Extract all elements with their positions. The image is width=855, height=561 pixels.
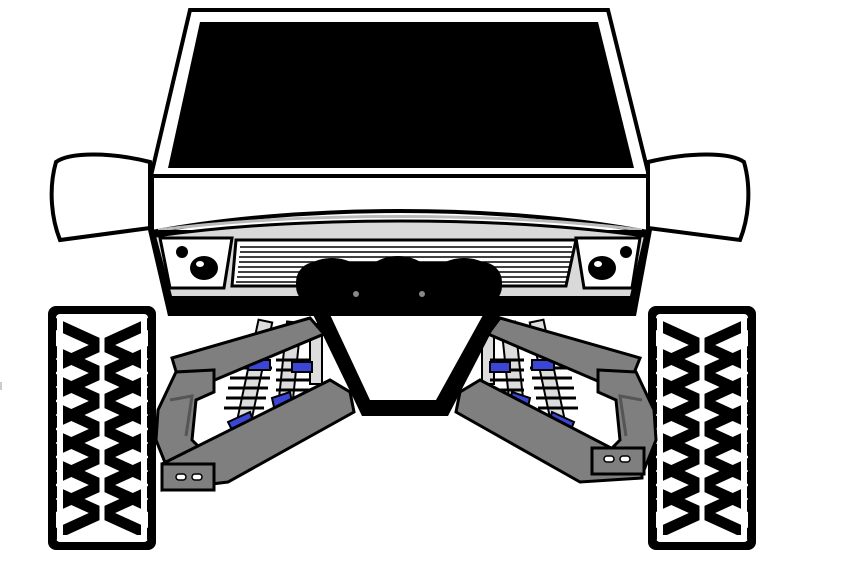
left-lower-control-arm	[160, 378, 356, 492]
left-headlight	[158, 236, 234, 290]
left-fender-flare	[49, 152, 152, 243]
right-headlight	[574, 236, 642, 290]
windshield	[168, 22, 634, 168]
edge-mark	[0, 382, 2, 390]
right-tire	[648, 306, 756, 550]
cab	[147, 8, 653, 182]
fog-lights	[296, 256, 502, 306]
right-fender-flare	[646, 152, 751, 243]
crossmember	[306, 300, 508, 416]
right-lower-control-arm	[454, 378, 646, 484]
left-tire	[48, 306, 156, 550]
right-upper-control-arm	[485, 316, 643, 384]
